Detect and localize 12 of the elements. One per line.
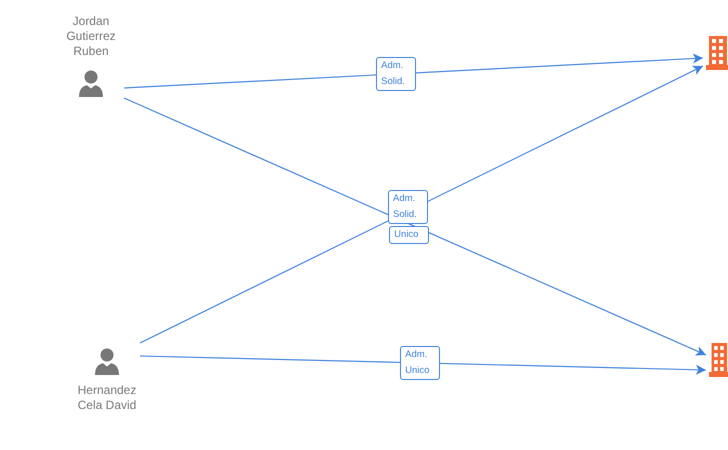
arrow xyxy=(124,98,706,356)
arrow xyxy=(124,54,704,89)
person-name: Jordan Gutierrez Ruben xyxy=(65,14,117,59)
building-icon xyxy=(709,343,728,377)
edge-label: Adm. Solid. xyxy=(388,190,428,224)
edge-label: Unico xyxy=(389,226,430,244)
arrow xyxy=(140,355,706,375)
edge-label: Adm. Unico xyxy=(400,346,440,380)
building-icon xyxy=(706,36,728,70)
arrow xyxy=(140,66,704,344)
edge-label: Adm. Solid. xyxy=(376,56,416,91)
person-name: Hernandez Cela David xyxy=(76,383,138,413)
